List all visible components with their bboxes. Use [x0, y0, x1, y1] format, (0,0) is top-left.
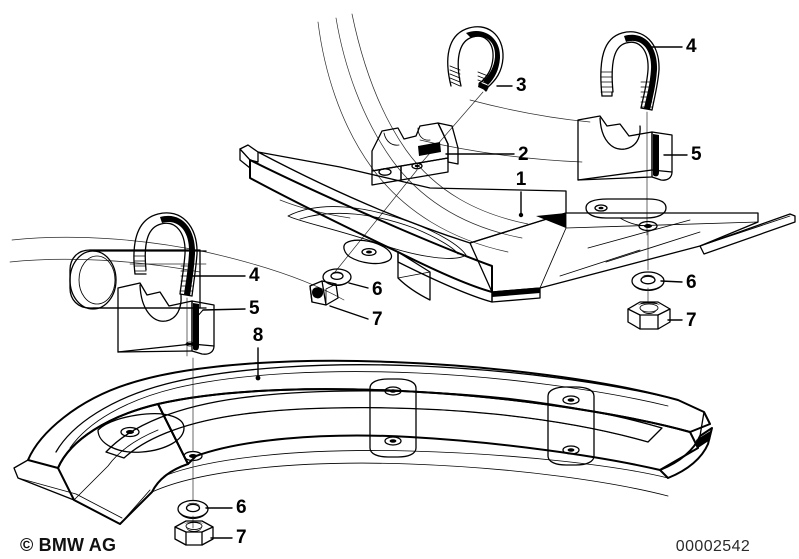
callout-6-right-label: 6 — [686, 272, 697, 293]
part-u-bolt-small — [447, 26, 504, 92]
callout-7-right-label: 7 — [686, 310, 697, 331]
u-bolt-right-thread-right — [640, 81, 653, 108]
part-clamp-bracket-right — [577, 115, 673, 181]
callout-2: 2 — [445, 144, 529, 165]
assembly-axis-3 — [416, 91, 484, 169]
callout-6-bottom: 6 — [205, 497, 247, 518]
callout-5-left-label: 5 — [249, 298, 260, 319]
u-bolt-left-thread-right — [179, 265, 193, 292]
callout-4-right-label: 4 — [686, 36, 697, 57]
part-lower-skid-plate — [13, 359, 713, 525]
part-hex-nut-center — [309, 280, 339, 306]
callout-6-center: 6 — [348, 279, 383, 300]
assembly-axis-2 — [334, 169, 418, 273]
callout-5-right: 5 — [663, 144, 702, 165]
callout-4-left: 4 — [191, 265, 260, 286]
part-hex-nut-bottom — [174, 520, 214, 546]
callout-7-bottom-label: 7 — [236, 527, 247, 548]
callout-4-left-label: 4 — [249, 265, 260, 286]
callout-7-right: 7 — [667, 310, 697, 331]
u-bolt-thread-right — [477, 71, 489, 91]
callout-1: 1 — [516, 169, 527, 218]
part-washer-center — [322, 268, 352, 286]
part-u-bolt-left — [133, 212, 198, 297]
callout-7-center-label: 7 — [372, 309, 383, 330]
part-mounting-bracket — [371, 122, 459, 186]
u-bolt-right-thread-left — [600, 71, 614, 93]
callout-1-label: 1 — [516, 169, 527, 190]
callout-7-bottom: 7 — [210, 527, 247, 548]
drawing-number-text: 00002542 — [676, 538, 750, 555]
u-bolt-left-thread-left — [133, 250, 147, 272]
callout-5-right-label: 5 — [691, 144, 702, 165]
part-clamp-bracket-left — [117, 282, 215, 355]
callout-7-center: 7 — [329, 305, 383, 330]
callout-4-right: 4 — [649, 36, 697, 57]
exhaust-tube — [69, 249, 207, 310]
callout-6-right: 6 — [660, 272, 697, 293]
callout-8: 8 — [253, 325, 264, 381]
callout-6-bottom-label: 6 — [236, 497, 247, 518]
copyright-notice: © BMW AG — [20, 535, 116, 555]
part-u-bolt-right — [600, 31, 660, 111]
callout-5-left: 5 — [195, 298, 260, 319]
u-bolt-thread-left — [449, 65, 461, 87]
callout-3-label: 3 — [516, 75, 527, 96]
part-hex-nut-right — [627, 301, 671, 330]
copyright-text: © BMW AG — [20, 535, 116, 555]
part-main-skid-plate — [239, 144, 796, 303]
callout-3: 3 — [496, 75, 527, 96]
callout-8-label: 8 — [253, 325, 264, 346]
drawing-number: 00002542 — [676, 538, 750, 555]
callout-6-center-label: 6 — [372, 279, 383, 300]
callout-2-label: 2 — [518, 144, 529, 165]
